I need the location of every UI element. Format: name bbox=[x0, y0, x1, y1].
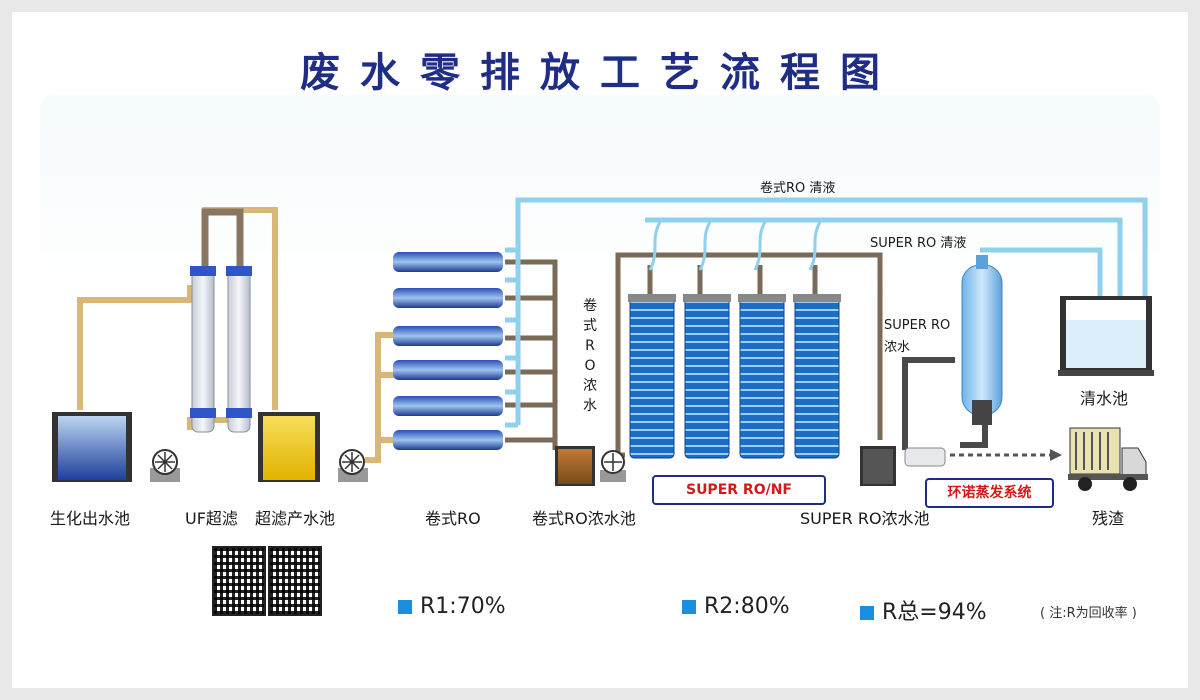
roll-ro-conc-pool-label: 卷式RO浓水池 bbox=[532, 509, 636, 528]
pipe-roll-ro-clean-branches bbox=[505, 250, 521, 428]
evaporator bbox=[904, 255, 1003, 467]
uf-label: UF超滤 bbox=[185, 509, 238, 528]
qr-code-1 bbox=[212, 546, 266, 616]
uf-membranes bbox=[190, 266, 252, 433]
bio-pool-tank bbox=[52, 412, 132, 482]
uf-product-tank bbox=[258, 412, 320, 482]
residue-truck-icon bbox=[1068, 427, 1148, 491]
qr-code-2 bbox=[268, 546, 322, 616]
rate-r1: R1:70% bbox=[398, 594, 506, 619]
pump-3 bbox=[600, 450, 626, 482]
uf-tank-label: 超滤产水池 bbox=[255, 509, 336, 528]
super-ro-conc-tank bbox=[860, 446, 896, 486]
evaporation-system-box: 环诺蒸发系统 bbox=[925, 478, 1054, 508]
recovery-note: ( 注:R为回收率 ) bbox=[1040, 606, 1137, 621]
residue-label: 残渣 bbox=[1092, 509, 1125, 528]
blue-pipes bbox=[505, 197, 1148, 428]
rate-r1-text: R1:70% bbox=[420, 594, 506, 619]
pipe-evap-out bbox=[960, 420, 988, 448]
arrow-head bbox=[1050, 449, 1062, 461]
roll-ro-clean-label: 卷式RO 清液 bbox=[760, 181, 836, 196]
rate-r2-marker bbox=[682, 600, 696, 614]
pipe-ro-conc-1 bbox=[505, 259, 558, 450]
clean-pool-label: 清水池 bbox=[1080, 389, 1129, 408]
pipe-roll-ro-feeds bbox=[375, 335, 395, 443]
pipe-evap-clean bbox=[980, 247, 1103, 300]
pump-1 bbox=[150, 449, 180, 482]
super-ro-columns bbox=[628, 294, 841, 459]
roll-ro-conc-vertical-label: 卷式RO浓水 bbox=[583, 298, 597, 414]
pipe-super-ro-clean bbox=[645, 217, 1123, 300]
pipe-super-ro-permeate bbox=[648, 221, 822, 271]
pipe-ro-conc-branches bbox=[505, 295, 555, 443]
rate-rtotal: R总=94% bbox=[860, 594, 987, 626]
roll-ro-tubes bbox=[393, 252, 503, 450]
pipe-roll-ro-clean bbox=[505, 197, 1148, 300]
super-ro-nf-box: SUPER RO/NF bbox=[652, 475, 826, 505]
rate-r2: R2:80% bbox=[682, 594, 790, 619]
super-ro-clean-label: SUPER RO 清液 bbox=[870, 236, 967, 251]
bio-pool-label: 生化出水池 bbox=[50, 509, 131, 528]
clean-pool-tank bbox=[1058, 296, 1154, 376]
pipe-super-ro-branches bbox=[647, 265, 818, 300]
rate-rtotal-marker bbox=[860, 606, 874, 620]
super-ro-conc-water-label: SUPER RO 浓水 bbox=[884, 318, 951, 355]
rate-r1-marker bbox=[398, 600, 412, 614]
pipe-evap-feed bbox=[902, 357, 955, 450]
pipe-uf-top-loop bbox=[201, 208, 244, 270]
rate-r2-text: R2:80% bbox=[704, 594, 790, 619]
super-ro-conc-pool-label: SUPER RO浓水池 bbox=[800, 509, 930, 528]
pump-2 bbox=[338, 449, 368, 482]
pipe-bio-to-uf bbox=[77, 285, 193, 410]
roll-ro-label: 卷式RO bbox=[425, 509, 481, 528]
page-title: 废水零排放工艺流程图 bbox=[300, 49, 900, 96]
roll-ro-conc-tank bbox=[555, 446, 595, 486]
rate-rtotal-text: R总=94% bbox=[882, 600, 987, 625]
